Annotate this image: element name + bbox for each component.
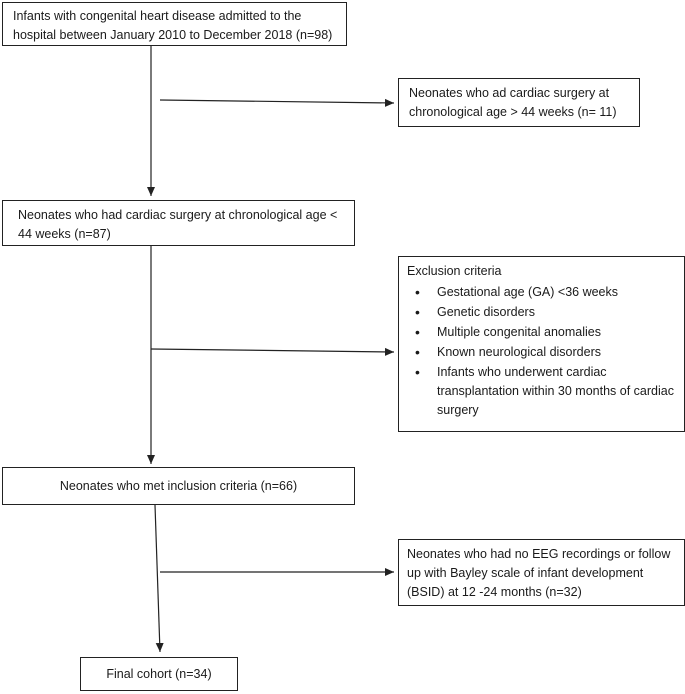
exclusion-criteria-item: Known neurological disorders xyxy=(407,343,678,362)
box-initial-admissions-text: Infants with congenital heart disease ad… xyxy=(13,9,333,42)
exclusion-criteria-item: Gestational age (GA) <36 weeks xyxy=(407,283,678,302)
box-surgery-under-44-weeks: Neonates who had cardiac surgery at chro… xyxy=(2,200,355,246)
arrow-right-2 xyxy=(150,347,395,356)
exclusion-criteria-item: Genetic disorders xyxy=(407,303,678,322)
box-initial-admissions: Infants with congenital heart disease ad… xyxy=(2,2,347,46)
box-met-inclusion-criteria-text: Neonates who met inclusion criteria (n=6… xyxy=(59,479,298,493)
exclusion-criteria-item: Infants who underwent cardiac transplant… xyxy=(407,363,678,420)
box-final-cohort-text: Final cohort (n=34) xyxy=(106,667,212,681)
box-final-cohort: Final cohort (n=34) xyxy=(80,657,238,691)
box-excluded-no-eeg-or-bsid: Neonates who had no EEG recordings or fo… xyxy=(398,539,685,606)
arrow-right-1 xyxy=(159,98,395,107)
exclusion-criteria-list: Gestational age (GA) <36 weeks Genetic d… xyxy=(407,283,678,420)
box-surgery-under-44-weeks-text: Neonates who had cardiac surgery at chro… xyxy=(18,208,338,241)
box-exclusion-criteria: Exclusion criteria Gestational age (GA) … xyxy=(398,256,685,432)
exclusion-criteria-item: Multiple congenital anomalies xyxy=(407,323,678,342)
box-excluded-over-44-weeks: Neonates who ad cardiac surgery at chron… xyxy=(398,78,640,127)
exclusion-criteria-title: Exclusion criteria xyxy=(407,264,502,278)
box-excluded-no-eeg-or-bsid-text: Neonates who had no EEG recordings or fo… xyxy=(407,547,671,599)
box-excluded-over-44-weeks-text: Neonates who ad cardiac surgery at chron… xyxy=(409,86,617,119)
arrow-down-3 xyxy=(154,504,164,653)
box-met-inclusion-criteria: Neonates who met inclusion criteria (n=6… xyxy=(2,467,355,505)
